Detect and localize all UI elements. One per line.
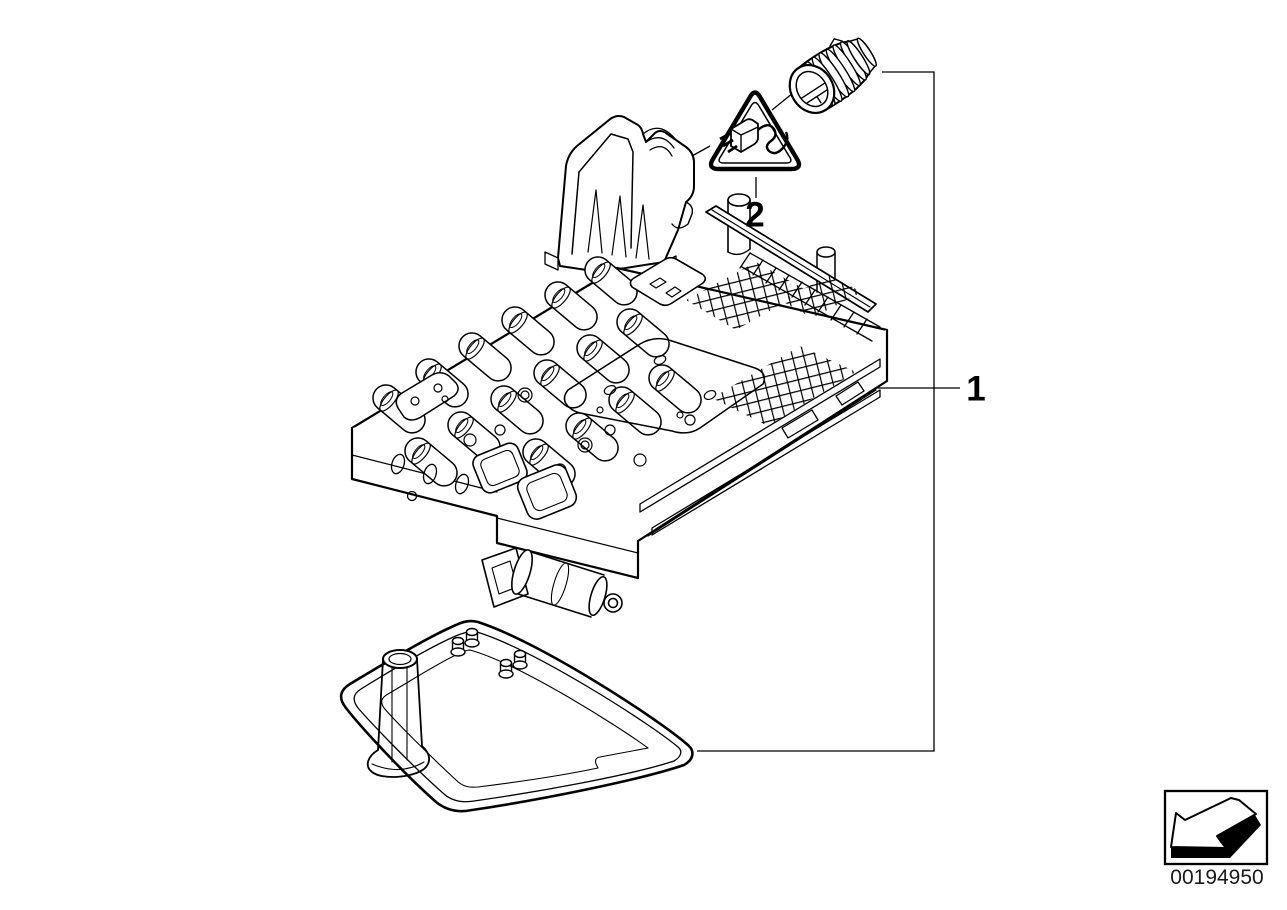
- cover-duct: [544, 115, 695, 273]
- bottom-solenoid: [481, 547, 623, 618]
- callout-lines: [691, 71, 960, 752]
- mechatronics-assembly-drawing: [350, 115, 889, 618]
- connector-sleeve-drawing: [788, 37, 878, 114]
- electrical-plug-icon: [719, 118, 789, 155]
- mounting-studs: [450, 627, 528, 679]
- warning-triangle: [708, 90, 802, 172]
- direction-arrow-icon: [1170, 797, 1261, 858]
- part-number: 00194950: [1170, 866, 1264, 889]
- direction-arrow-stamp: [1163, 789, 1269, 866]
- callout-label-1[interactable]: 1: [966, 369, 986, 409]
- callout-label-2[interactable]: 2: [745, 195, 765, 235]
- mesh-grid: [686, 262, 862, 426]
- ribbed-edge: [739, 252, 881, 342]
- front-face-details: [390, 358, 881, 536]
- filler-tube: [366, 649, 430, 778]
- square-pads: [472, 442, 578, 520]
- oil-pan-gasket-drawing: [339, 619, 694, 813]
